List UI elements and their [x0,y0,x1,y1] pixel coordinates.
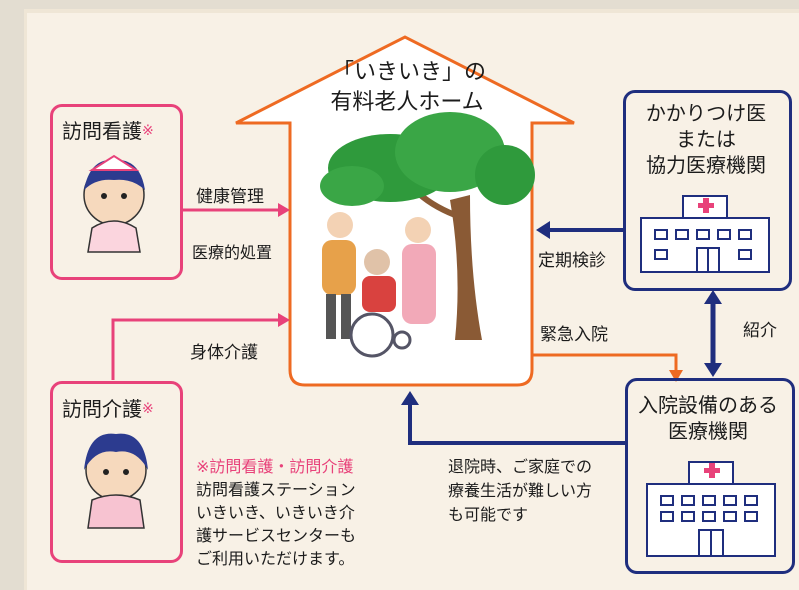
hospital-line2: 医療機関 [668,419,748,443]
nurse-character-illustration [83,154,145,253]
footnote-line2: 訪問看護ステーション [196,480,356,499]
home-title-line2: 有料老人ホーム [330,90,484,115]
visiting-nurse-label: 訪問看護 [62,119,142,143]
visiting-nurse-box [50,104,183,280]
emergency-admission-label: 緊急入院 [540,325,608,345]
visiting-nurse-asterisk: ※ [142,123,154,139]
footnote-title: ※訪問看護・訪問介護 [196,457,354,476]
hospital-building-icon [646,461,776,557]
family-doctor-line3: 協力医療機関 [646,153,766,177]
family-doctor-box [623,90,792,291]
medical-treatment-label: 医療的処置 [192,243,273,262]
discharge-note-line3: も可能です [448,505,529,524]
visiting-care-title: 訪問介護※ [62,396,172,423]
carer-character-illustration [84,433,148,529]
home-title-line1: 「いきいき」の [332,60,487,85]
footnote-line3: いきいき、いきいき介 [196,503,355,522]
home-outline [235,35,575,387]
visiting-nurse-title: 訪問看護※ [62,118,172,145]
tree-illustration [320,112,535,340]
health-management-label: 健康管理 [196,187,264,207]
footnote-line4: 護サービスセンターも [196,526,357,545]
discharge-note-line1: 退院時、ご家庭での [448,457,593,476]
footnote-line5: ご利用いただけます。 [196,549,355,568]
visiting-care-box [50,381,183,563]
discharge-note-line2: 療養生活が難しい方 [448,481,593,500]
family-doctor-line1: かかりつけ医 [645,101,767,125]
caregivers-illustration [322,212,436,358]
referral-label: 紹介 [743,321,777,341]
regular-checkup-label: 定期検診 [538,251,606,271]
body-care-label: 身体介護 [190,343,258,363]
visiting-care-label: 訪問介護 [62,397,142,421]
hospital-box [625,378,795,574]
hospital-line1: 入院設備のある [638,393,778,417]
visiting-care-asterisk: ※ [142,401,154,417]
clinic-building-icon [640,195,770,273]
family-doctor-line2: または [676,127,736,151]
